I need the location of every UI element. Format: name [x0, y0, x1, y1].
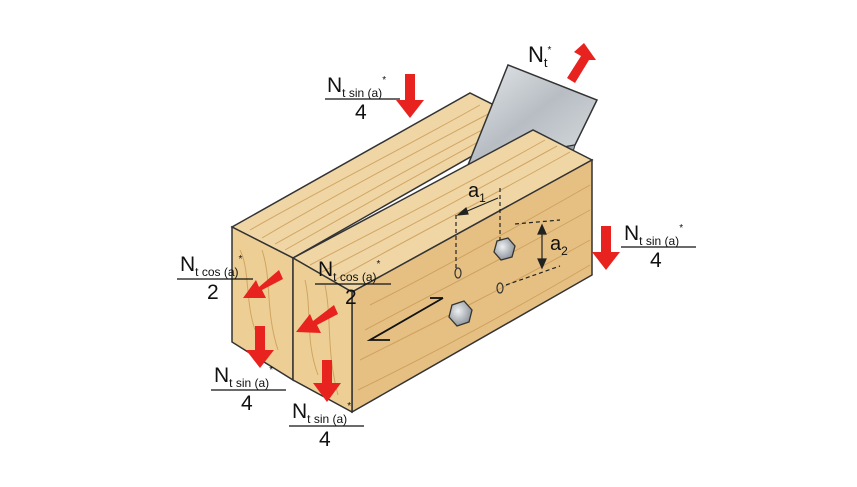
spacing-dimensions — [455, 188, 561, 286]
svg-text:4: 4 — [241, 392, 253, 415]
label-bottom-sin-inner: Nt sin (a)* 4 — [289, 400, 364, 451]
svg-text:Nt*: Nt* — [528, 42, 552, 70]
arrow-icon — [243, 270, 283, 298]
hex-bolt-icon — [448, 300, 473, 327]
svg-text:Nt sin (a)*: Nt sin (a)* — [292, 400, 351, 426]
label-a1: a1 — [468, 180, 486, 205]
arrow-icon — [313, 360, 341, 402]
svg-text:Nt sin (a)*: Nt sin (a)* — [624, 222, 683, 248]
label-a2: a2 — [550, 233, 568, 258]
svg-text:2: 2 — [207, 281, 219, 304]
arrow-icon — [246, 326, 274, 368]
svg-text:4: 4 — [355, 101, 367, 124]
shear-direction-arrow — [366, 297, 444, 341]
label-left-cos-inner: Nt cos (a)* 2 — [315, 258, 391, 309]
svg-text:Nt sin (a)*: Nt sin (a)* — [327, 74, 386, 100]
label-right-load: Nt sin (a)* 4 — [621, 222, 696, 272]
svg-text:4: 4 — [650, 249, 662, 272]
arrow-icon — [296, 305, 338, 333]
bolt-holes — [454, 267, 504, 294]
label-left-cos-outer: Nt cos (a)* 2 — [177, 253, 253, 304]
back-timber — [230, 92, 532, 382]
label-bottom-sin-outer: Nt sin (a)* 4 — [211, 364, 286, 415]
svg-text:a1: a1 — [468, 180, 486, 205]
svg-text:Nt cos (a)*: Nt cos (a)* — [180, 253, 243, 279]
label-nt-main: Nt* — [528, 42, 552, 70]
arrow-icon — [567, 43, 596, 83]
svg-text:Nt sin (a)*: Nt sin (a)* — [214, 364, 273, 390]
hex-bolt-icon — [493, 237, 516, 261]
svg-text:4: 4 — [319, 428, 331, 451]
svg-text:Nt cos (a)*: Nt cos (a)* — [318, 258, 381, 284]
arrow-icon — [396, 74, 424, 118]
force-arrows — [243, 43, 620, 402]
svg-text:a2: a2 — [550, 233, 568, 258]
label-top-load: Nt sin (a)* 4 — [325, 74, 400, 124]
arrow-icon — [592, 226, 620, 270]
svg-text:2: 2 — [345, 286, 357, 309]
